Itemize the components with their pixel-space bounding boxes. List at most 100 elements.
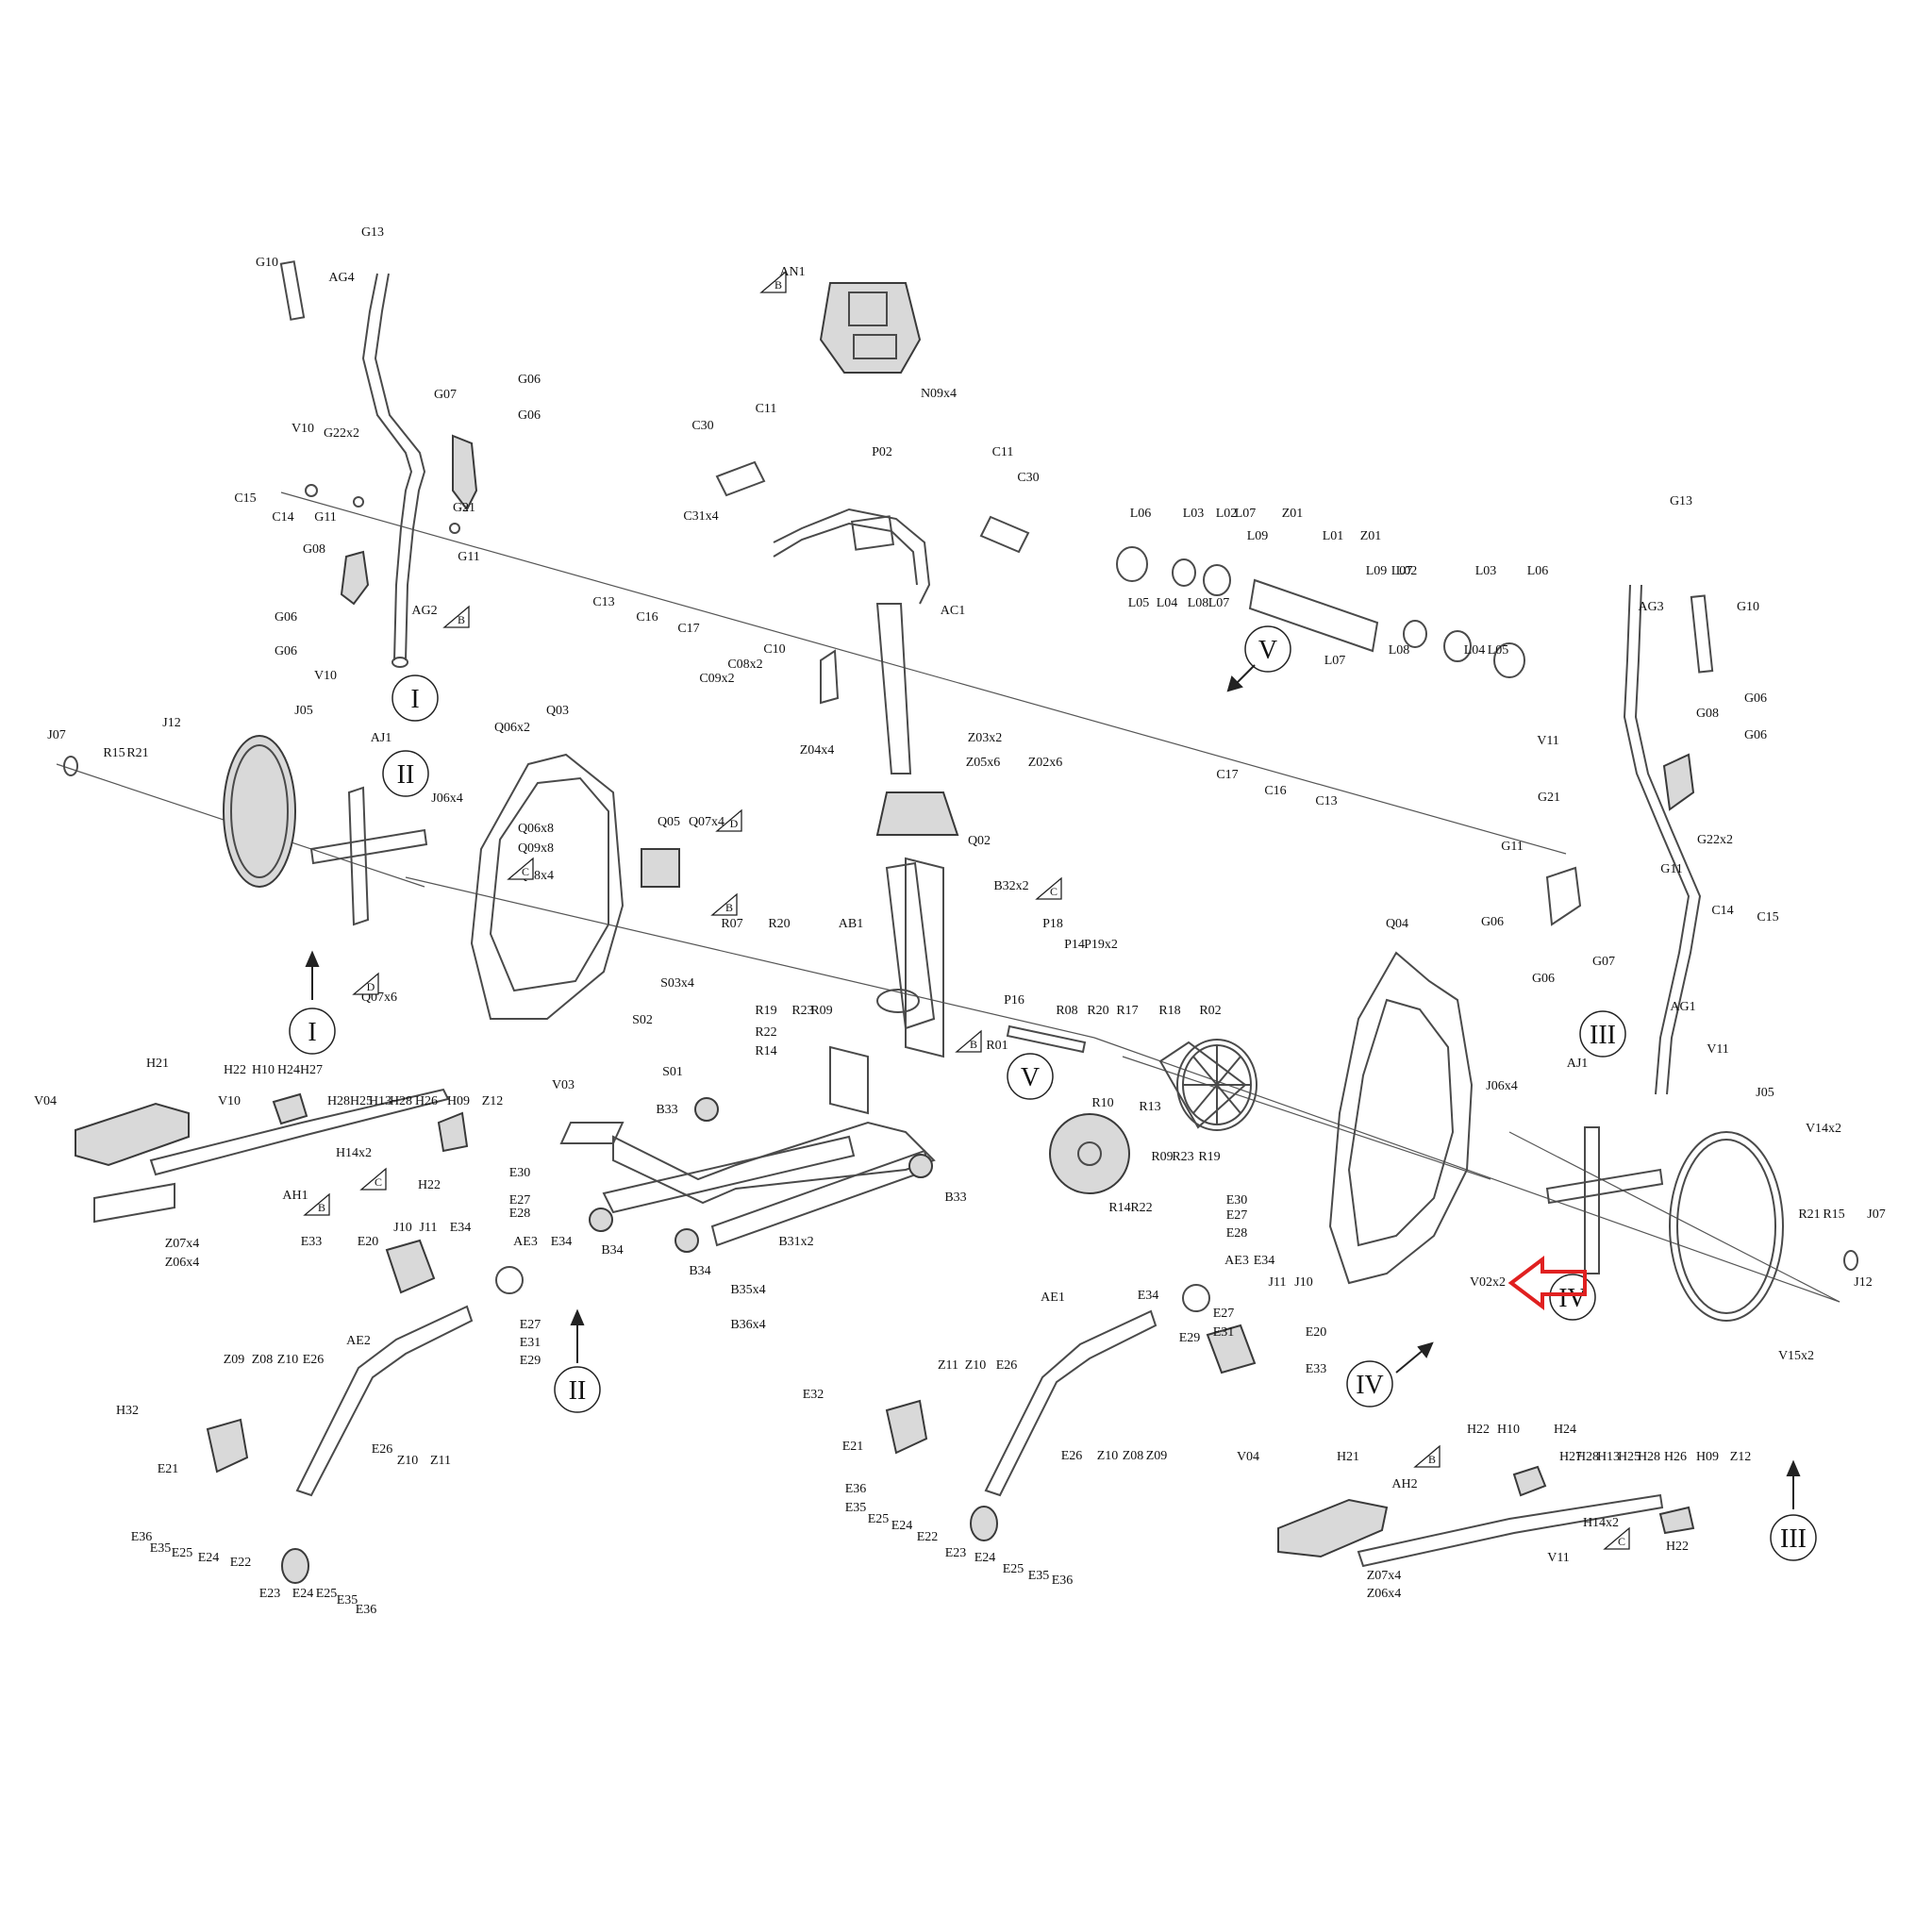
part-label: G06 (518, 408, 541, 423)
part-label: E24 (974, 1551, 996, 1565)
view-marker-circle (554, 1366, 601, 1413)
part-label: Z03x2 (968, 731, 1003, 745)
part-label: L02 (1396, 564, 1418, 578)
part-label: E33 (1306, 1362, 1327, 1376)
part-label: P19x2 (1084, 938, 1118, 952)
part-label: E36 (845, 1482, 867, 1496)
part-label: R18 (1158, 1004, 1180, 1018)
view-marker-numeral: III (1590, 1021, 1616, 1050)
direction-arrows (305, 664, 1801, 1509)
part-label: Z10 (965, 1358, 987, 1373)
part-label: C11 (992, 445, 1014, 459)
part-label: R19 (1198, 1150, 1220, 1164)
part-label: R01 (986, 1039, 1008, 1053)
part-label: Z10 (277, 1353, 299, 1367)
part-label: H22 (1666, 1540, 1689, 1554)
part-label: AG3 (1638, 600, 1663, 614)
part-label: Z01 (1360, 529, 1382, 543)
part-label: E35 (150, 1541, 172, 1556)
part-label: E24 (891, 1519, 913, 1533)
part-label: G21 (1538, 791, 1560, 805)
part-label: Z10 (1097, 1449, 1119, 1463)
part-label: E33 (301, 1235, 323, 1249)
assembly-step-triangle: B (442, 605, 470, 628)
part-label: H25 (1618, 1450, 1641, 1464)
part-label: R09 (1151, 1150, 1173, 1164)
triangle-letter: B (318, 1201, 325, 1214)
part-label: L06 (1527, 564, 1549, 578)
part-label: B33 (656, 1103, 677, 1117)
part-label: J11 (420, 1221, 438, 1235)
part-label: Q06x2 (494, 721, 530, 735)
part-label: Z10 (397, 1454, 419, 1468)
part-label: L07 (1391, 564, 1413, 578)
part-label: J05 (294, 704, 312, 718)
part-label: C15 (234, 491, 256, 506)
part-label: G06 (275, 644, 297, 658)
part-label: E35 (337, 1593, 358, 1607)
part-label: H13 (1597, 1450, 1620, 1464)
part-label: E22 (917, 1530, 939, 1544)
part-label: S03x4 (660, 976, 694, 991)
part-label: E24 (198, 1551, 220, 1565)
part-label: E23 (259, 1587, 281, 1601)
assembly-step-triangle: D (352, 972, 379, 995)
right-lower-arm (885, 1284, 1257, 1541)
part-label: Z01 (1282, 507, 1304, 521)
triangle-icon (1413, 1444, 1441, 1468)
view-marker: V (1244, 625, 1291, 673)
view-marker: V (1007, 1053, 1054, 1100)
part-label: H14x2 (336, 1146, 372, 1160)
console-assembly (819, 282, 922, 374)
part-label: C11 (756, 402, 777, 416)
part-label: E26 (303, 1353, 325, 1367)
part-label: G22x2 (324, 426, 359, 441)
part-label: C08x2 (727, 658, 762, 672)
part-label: Q05 (658, 815, 680, 829)
part-label: G06 (275, 610, 297, 625)
part-label: AE1 (1041, 1291, 1065, 1305)
part-label: Q03 (546, 704, 569, 718)
part-label: G11 (1501, 840, 1524, 854)
part-label: H21 (146, 1057, 169, 1071)
part-label: L09 (1247, 529, 1269, 543)
left-lower-arm (206, 1239, 524, 1584)
part-label: E27 (1226, 1208, 1248, 1223)
part-label: L09 (1366, 564, 1388, 578)
part-label: H27 (300, 1063, 323, 1077)
part-label: G13 (361, 225, 384, 240)
part-label: R19 (755, 1004, 776, 1018)
highlight-arrow (1507, 1255, 1587, 1311)
part-label: E20 (358, 1235, 379, 1249)
part-label: E28 (1226, 1226, 1248, 1241)
part-label: B34 (601, 1243, 623, 1257)
assembly-step-triangle: B (303, 1192, 330, 1216)
part-label: P02 (872, 445, 892, 459)
center-column-assembly (715, 460, 1030, 836)
triangle-letter: C (522, 865, 529, 878)
assembly-step-triangle: C (1035, 876, 1062, 900)
triangle-letter: B (725, 901, 733, 914)
assembly-step-triangle: C (359, 1167, 387, 1191)
part-label: G07 (434, 388, 457, 402)
part-label: N09x4 (921, 387, 957, 401)
right-handlebar-assembly (1545, 584, 1714, 1095)
part-label: L08 (1188, 596, 1209, 610)
part-label: Q09x8 (518, 841, 554, 856)
view-marker-circle (1346, 1360, 1393, 1407)
part-label: C30 (1017, 471, 1039, 485)
part-label: V15x2 (1778, 1349, 1814, 1363)
triangle-letter: D (367, 980, 375, 993)
view-marker: I (289, 1008, 336, 1055)
view-marker-circle (289, 1008, 336, 1055)
assembly-step-triangle: B (710, 892, 738, 916)
part-label: C30 (691, 419, 713, 433)
part-label: C13 (592, 595, 614, 609)
right-pedal-arm (1277, 1465, 1695, 1568)
part-label: AG4 (328, 271, 354, 285)
part-label: AJ1 (371, 731, 392, 745)
part-label: E26 (996, 1358, 1018, 1373)
part-label: J12 (1854, 1275, 1872, 1290)
view-marker: III (1770, 1514, 1817, 1561)
part-label: G06 (518, 373, 541, 387)
